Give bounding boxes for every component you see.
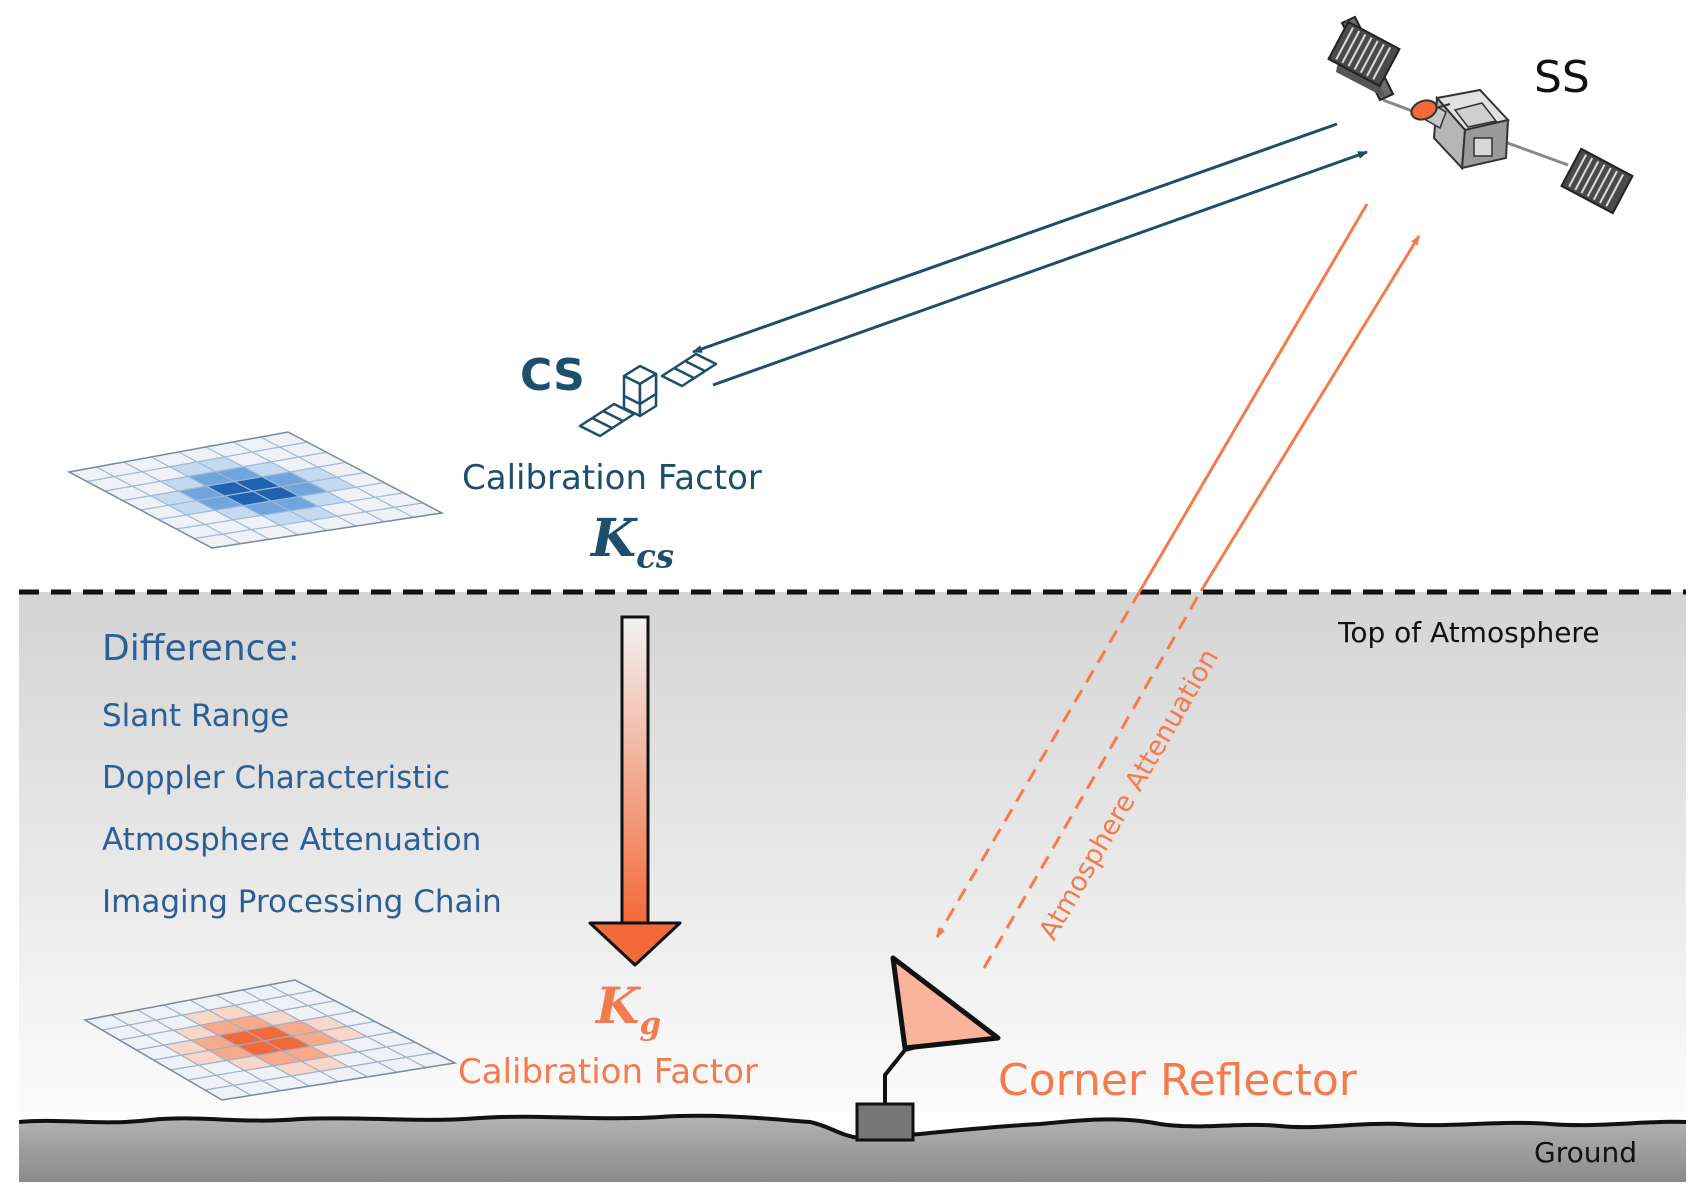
grid-cell xyxy=(289,467,337,482)
top-of-atmosphere-label: Top of Atmosphere xyxy=(1338,616,1600,649)
grid-cell xyxy=(200,1020,246,1036)
grid-cell xyxy=(227,1015,274,1031)
difference-item: Atmosphere Attenuation xyxy=(102,822,482,858)
grid-cell xyxy=(300,1015,348,1032)
impulse-response-grid-blue xyxy=(66,431,445,549)
difference-item: Imaging Processing Chain xyxy=(102,884,502,920)
grid-cell xyxy=(181,1010,228,1026)
grid-cell xyxy=(264,1035,311,1051)
signal-ss-to-cs xyxy=(692,122,1338,354)
grid-cell xyxy=(245,1025,292,1041)
signal-reflector-to-ss xyxy=(1199,235,1421,592)
difference-item: Doppler Characteristic xyxy=(102,760,451,796)
small-satellite-icon xyxy=(578,352,718,438)
satellite-icon xyxy=(1327,15,1634,215)
impulse-response-grid-orange xyxy=(82,979,458,1101)
grid-cell xyxy=(252,486,300,502)
signal-ss-to-reflector xyxy=(1138,203,1369,592)
ground-label: Ground xyxy=(1534,1136,1637,1169)
grid-cell xyxy=(310,1041,359,1057)
grid-cell xyxy=(280,481,328,497)
grid-cell xyxy=(319,1026,367,1042)
grid-cell xyxy=(254,1010,301,1026)
grid-cell xyxy=(243,461,290,477)
g-calibration-factor-label: Calibration Factor xyxy=(458,1052,758,1092)
calibration-transfer-arrow xyxy=(588,615,682,967)
grid-cell xyxy=(299,491,347,507)
corner-reflector-icon xyxy=(855,955,1001,1142)
corner-reflector-label: Corner Reflector xyxy=(998,1055,1357,1106)
ground-surface xyxy=(19,1115,1686,1182)
signal-cs-to-ss xyxy=(712,150,1368,387)
grid-cell xyxy=(291,1031,339,1047)
grid-cell xyxy=(234,476,281,492)
signal-ss-to-reflector-attenuated xyxy=(935,590,1142,938)
grid-cell xyxy=(215,466,263,482)
k-cs-symbol: Kcs xyxy=(591,508,674,576)
grid-cell xyxy=(197,456,244,472)
ss-label: SS xyxy=(1534,52,1590,103)
signal-reflector-to-ss-attenuated xyxy=(982,590,1203,969)
grid-cell xyxy=(262,471,309,487)
grid-cell xyxy=(282,1046,330,1062)
k-g-symbol: Kg xyxy=(596,976,662,1042)
grid-cell xyxy=(308,477,357,492)
cs-label: CS xyxy=(520,350,585,401)
cs-calibration-factor-label: Calibration Factor xyxy=(462,458,762,498)
difference-item: Slant Range xyxy=(102,698,290,734)
grid-cell xyxy=(273,1020,320,1036)
grid-cell xyxy=(208,1005,255,1021)
difference-heading: Difference: xyxy=(102,628,300,669)
